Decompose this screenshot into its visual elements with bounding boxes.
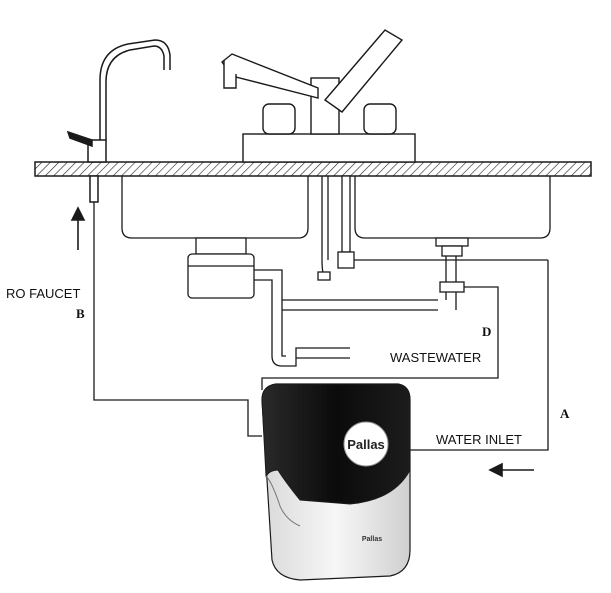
countertop (34, 161, 592, 177)
sink-basins (121, 176, 551, 239)
label-ro-faucet: RO FAUCET (6, 286, 80, 301)
label-a: A (560, 406, 570, 421)
pallas-logo-badge (343, 421, 389, 467)
waste-disposer (187, 237, 255, 299)
label-water-inlet: WATER INLET (436, 432, 522, 447)
label-b: B (76, 306, 85, 321)
unit-logo-text: Pallas (347, 437, 385, 452)
kitchen-mixer-tap (221, 29, 416, 163)
label-wastewater: WASTEWATER (390, 350, 481, 365)
drain-pipes (254, 237, 484, 367)
ro-filter-unit: Pallas Pallas (261, 383, 411, 581)
label-d: D (482, 324, 491, 339)
tubing-lines (93, 202, 549, 451)
labels: RO FAUCET B D WASTEWATER A WATER INLET (6, 286, 570, 447)
flow-arrows (70, 206, 534, 478)
ro-faucet (66, 39, 171, 203)
unit-base-logo-text: Pallas (362, 536, 382, 543)
supply-valves (317, 175, 548, 281)
